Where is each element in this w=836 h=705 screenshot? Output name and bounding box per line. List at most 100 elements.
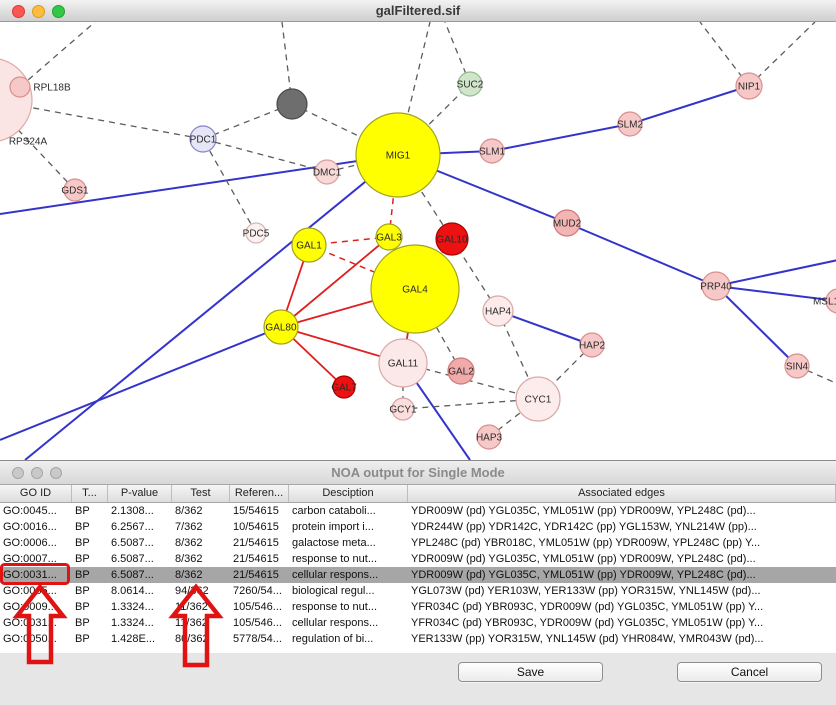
table-cell: BP — [75, 553, 90, 565]
window-title: NOA output for Single Mode — [331, 465, 505, 480]
node-label: PDC1 — [190, 135, 217, 146]
column-header[interactable]: T... — [72, 485, 108, 502]
node-label: RPS24A — [9, 137, 48, 148]
network-node-prp40[interactable] — [701, 271, 731, 301]
node-label: HAP3 — [476, 433, 503, 444]
network-node-sin4[interactable] — [784, 353, 810, 379]
network-edge[interactable] — [202, 103, 293, 140]
noa-window-titlebar[interactable]: NOA output for Single Mode — [0, 461, 836, 485]
network-node-pdc5[interactable] — [245, 222, 267, 244]
network-node-gal4[interactable] — [370, 244, 460, 334]
network-edge[interactable] — [0, 326, 282, 441]
network-node-gal10[interactable] — [435, 222, 469, 256]
table-cell: 15/54615 — [233, 505, 279, 517]
network-edge[interactable] — [202, 138, 328, 173]
network-edge[interactable] — [497, 310, 593, 346]
network-edge[interactable] — [24, 154, 399, 460]
network-node-mig1[interactable] — [355, 112, 441, 198]
column-header[interactable]: Referen... — [230, 485, 289, 502]
table-cell: 21/54615 — [233, 537, 279, 549]
column-header[interactable]: Associated edges — [408, 485, 836, 502]
network-node-gds1[interactable] — [63, 178, 87, 202]
network-edge[interactable] — [715, 259, 836, 287]
network-node-dmc1[interactable] — [314, 159, 340, 185]
window-title: galFiltered.sif — [375, 3, 461, 18]
table-cell: 1.3324... — [111, 601, 154, 613]
cancel-button[interactable]: Cancel — [677, 662, 822, 682]
table-cell: galactose meta... — [292, 537, 376, 549]
network-node-nip1[interactable] — [735, 72, 763, 100]
column-header[interactable]: P-value — [108, 485, 172, 502]
column-header[interactable]: Desciption — [289, 485, 408, 502]
node-label: GAL2 — [448, 367, 474, 378]
network-node-mud2[interactable] — [553, 209, 581, 237]
zoom-icon[interactable] — [52, 5, 65, 18]
network-node-rpl18b[interactable] — [9, 76, 31, 98]
network-edge[interactable] — [0, 154, 399, 215]
network-edge[interactable] — [308, 244, 416, 290]
network-edge[interactable] — [796, 365, 836, 384]
table-cell: BP — [75, 633, 90, 645]
close-icon[interactable] — [12, 5, 25, 18]
network-edge[interactable] — [748, 22, 816, 87]
column-header[interactable]: Test — [172, 485, 230, 502]
network-node-gal7[interactable] — [332, 375, 356, 399]
table-cell: 8/362 — [175, 505, 203, 517]
node-label: SLM1 — [479, 147, 506, 158]
network-edge[interactable] — [280, 236, 390, 328]
table-cell: GO:0009... — [3, 601, 57, 613]
network-node-cyc1[interactable] — [515, 376, 561, 422]
network-edge[interactable] — [715, 285, 836, 302]
network-node-gal11[interactable] — [378, 338, 428, 388]
network-node-gal2[interactable] — [447, 357, 475, 385]
minimize-icon[interactable] — [31, 467, 43, 479]
minimize-icon[interactable] — [32, 5, 45, 18]
network-edge[interactable] — [715, 285, 798, 367]
network-node-gray[interactable] — [276, 88, 308, 120]
close-icon[interactable] — [12, 467, 24, 479]
network-edge[interactable] — [19, 22, 96, 88]
network-node-gal3[interactable] — [375, 223, 403, 251]
network-node-hap3[interactable] — [476, 424, 502, 450]
network-edge[interactable] — [537, 344, 593, 400]
network-edge[interactable] — [629, 85, 750, 125]
network-node-slm1[interactable] — [479, 138, 505, 164]
network-edge[interactable] — [491, 123, 631, 152]
network-node-pdc1[interactable] — [189, 125, 217, 153]
network-edge[interactable] — [291, 103, 399, 156]
network-node-gal80[interactable] — [263, 309, 299, 345]
table-cell: 105/546... — [233, 617, 282, 629]
network-node-slm2[interactable] — [617, 111, 643, 137]
column-header[interactable]: GO ID — [0, 485, 72, 502]
network-node-hap4[interactable] — [482, 295, 514, 327]
network-node-rps24a[interactable] — [0, 58, 33, 142]
network-node-gal1[interactable] — [291, 227, 327, 263]
network-node-gcy1[interactable] — [391, 397, 415, 421]
network-node-msl1[interactable] — [825, 288, 836, 314]
table-cell: 94/362 — [175, 585, 209, 597]
network-edge[interactable] — [202, 138, 257, 234]
network-node-hap2[interactable] — [579, 332, 605, 358]
network-node-suc2[interactable] — [457, 71, 483, 97]
table-cell: BP — [75, 585, 90, 597]
node-label: PRP40 — [700, 282, 732, 293]
zoom-icon[interactable] — [50, 467, 62, 479]
table-cell: GO:0031... — [3, 617, 57, 629]
network-edge[interactable] — [566, 222, 717, 287]
table-cell: GO:0031... — [3, 569, 57, 581]
save-button[interactable]: Save — [458, 662, 603, 682]
node-label: GAL10 — [436, 235, 468, 246]
network-window-titlebar[interactable]: galFiltered.sif — [0, 0, 836, 22]
table-cell: BP — [75, 617, 90, 629]
